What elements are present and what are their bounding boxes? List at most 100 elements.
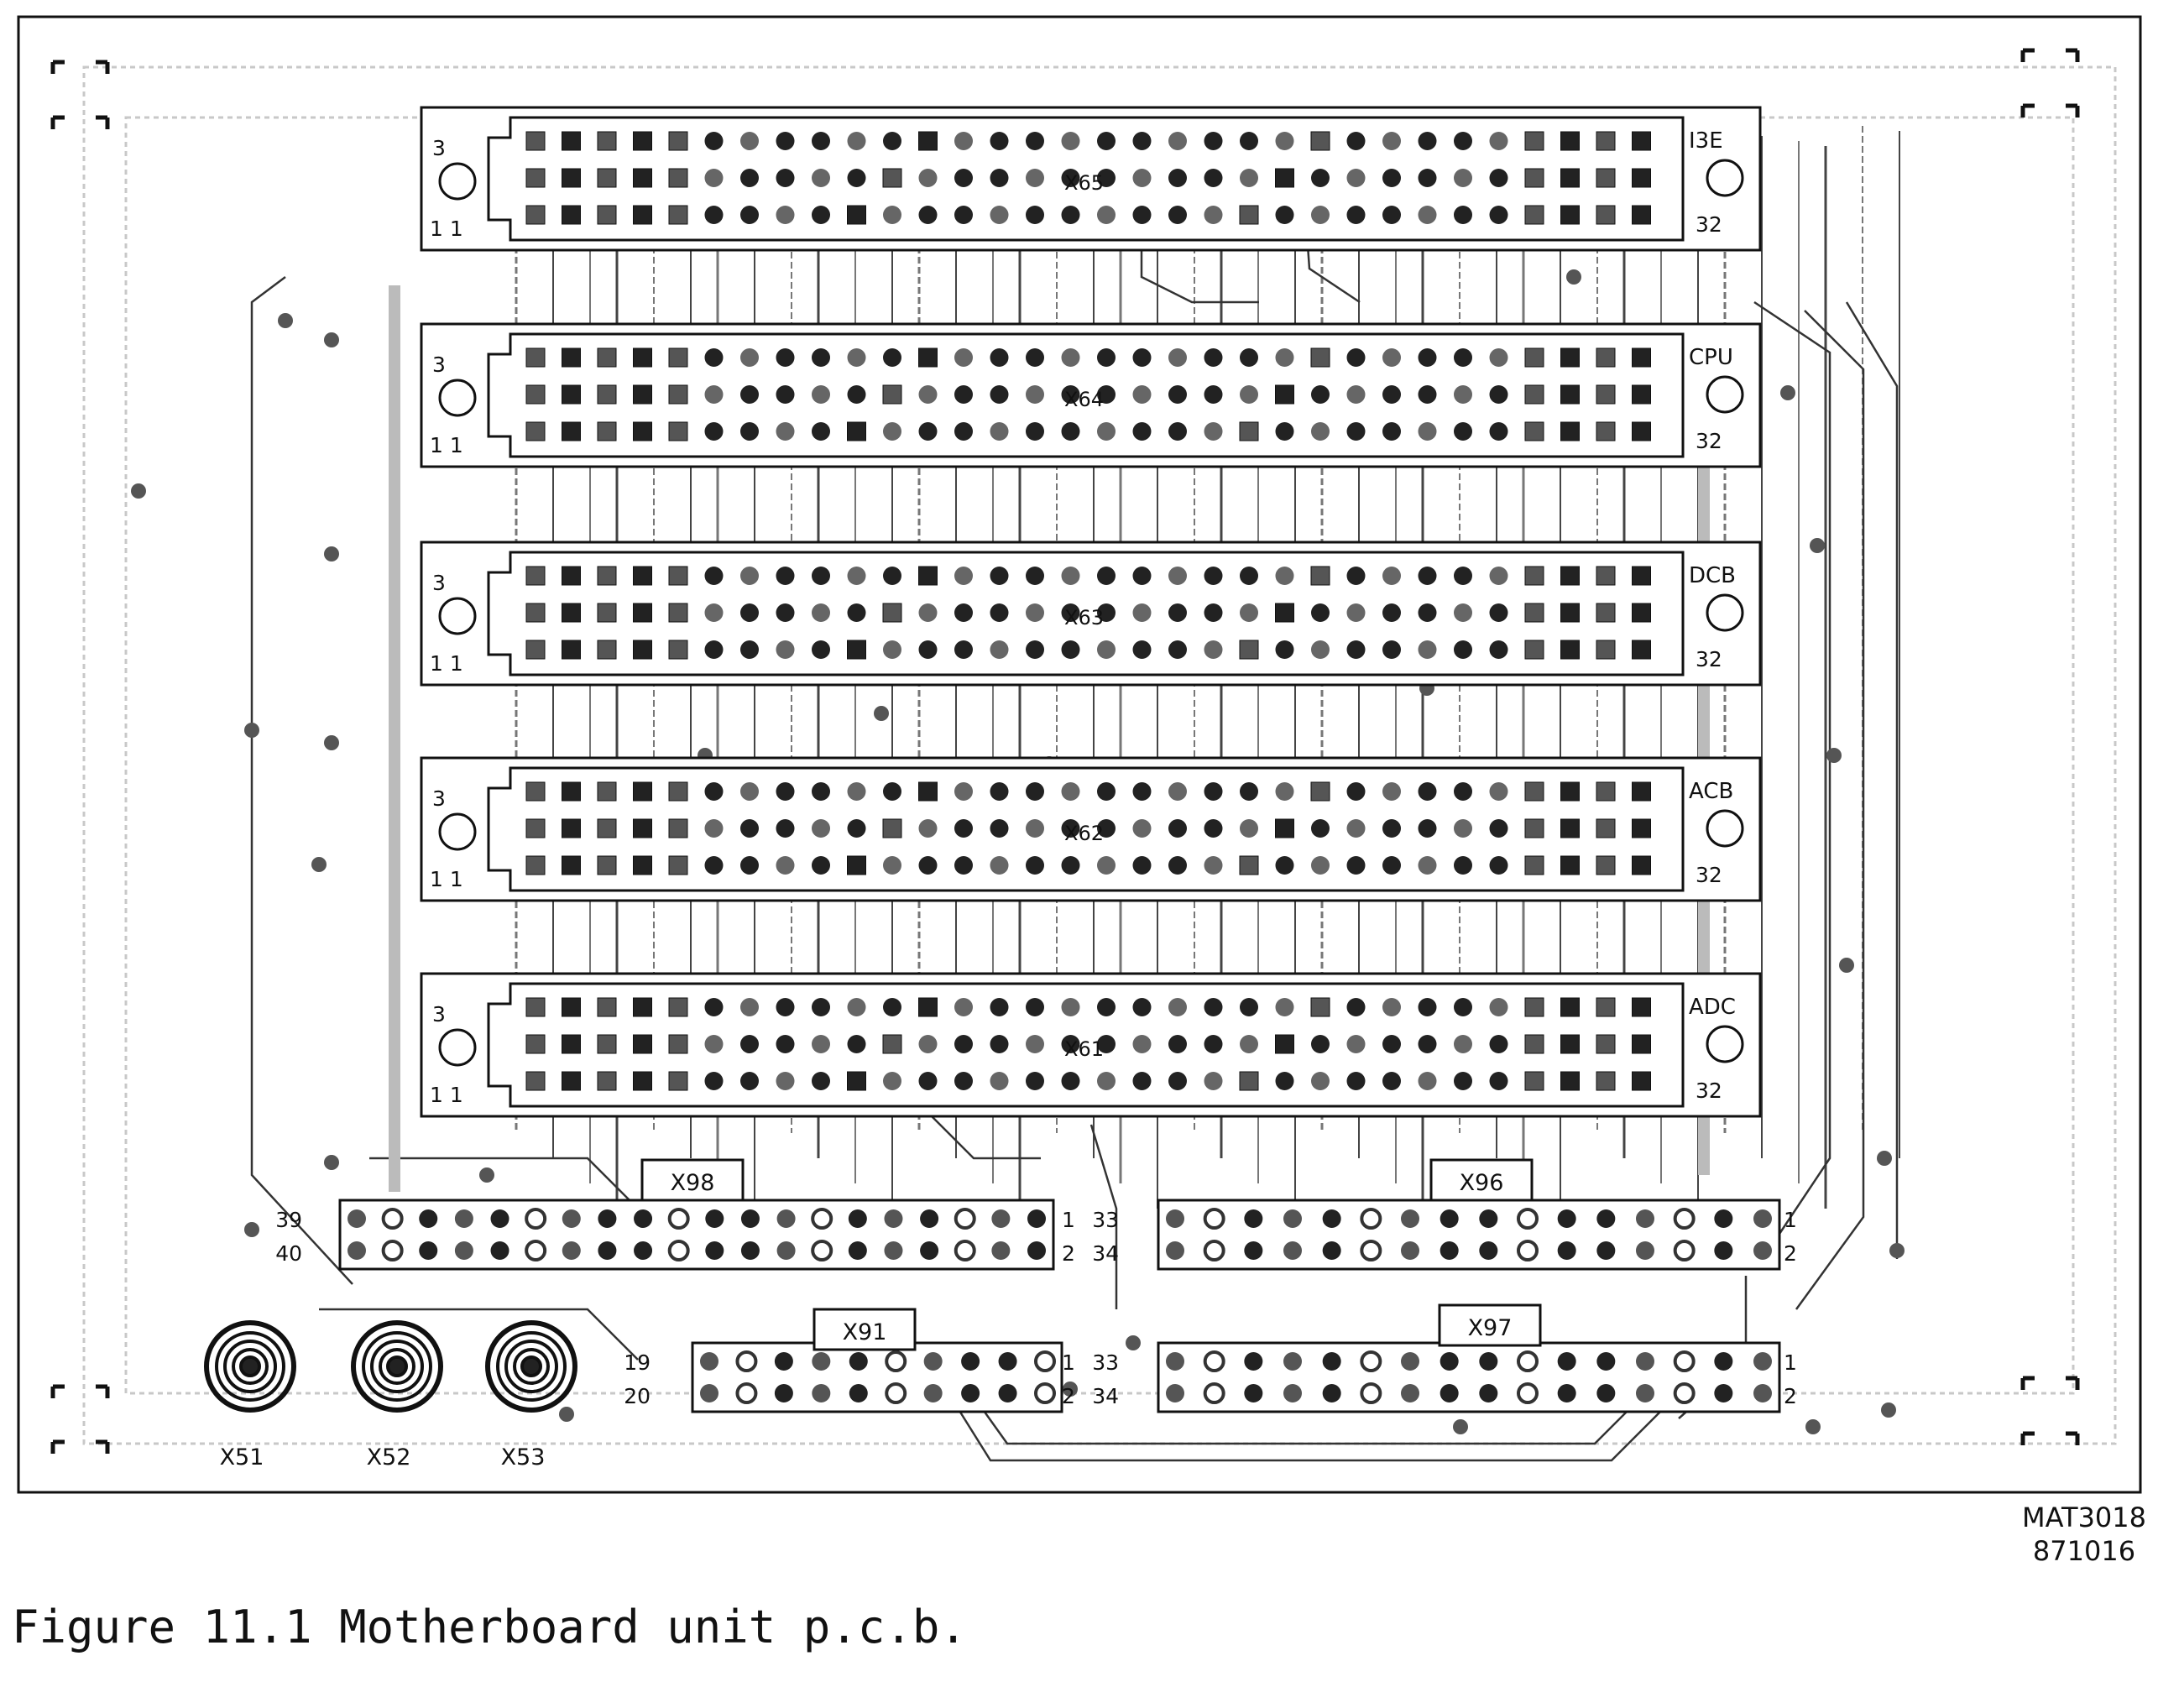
pin-number-top-right: 1	[1784, 1208, 1797, 1232]
header-pin	[1479, 1352, 1498, 1371]
pin-pad	[1489, 603, 1508, 622]
coax-ring	[239, 1355, 261, 1377]
pin-pad	[740, 640, 759, 659]
header-pin	[1034, 1382, 1056, 1404]
pin-pad	[1524, 347, 1544, 368]
pin-pad	[812, 819, 830, 838]
pin-pad	[812, 169, 830, 187]
header-pin	[1244, 1352, 1263, 1371]
pin-pad	[740, 348, 759, 367]
pin-pad	[668, 566, 688, 586]
header-pin	[454, 1241, 473, 1260]
coax-ring	[362, 1331, 432, 1402]
pin-pad	[990, 206, 1009, 224]
pin-pad	[1382, 856, 1401, 875]
pin-pad	[1061, 640, 1080, 659]
pin-pad	[562, 566, 581, 586]
header-pin	[705, 1241, 724, 1260]
pin-pad	[776, 1072, 795, 1090]
pin-pad	[562, 421, 581, 441]
pin-pad	[1097, 856, 1116, 875]
header-pin	[1557, 1209, 1576, 1228]
slot-name-label: I3E	[1689, 128, 1723, 154]
via	[1780, 385, 1795, 400]
pin-pad	[847, 998, 866, 1016]
pin-pad	[1346, 206, 1366, 224]
pin-pad	[954, 132, 973, 150]
pin-pad	[1310, 131, 1330, 151]
pin-pad	[847, 819, 866, 838]
pin-number-bottom-right: 2	[1062, 1384, 1075, 1408]
header-label-box	[640, 1158, 745, 1202]
pin-pad	[1132, 206, 1152, 224]
header-pin	[1557, 1241, 1576, 1260]
pin-pad	[1240, 385, 1258, 404]
via	[1877, 1151, 1892, 1166]
header-pin	[347, 1209, 366, 1228]
header-pin	[381, 1240, 404, 1261]
pin-pad	[562, 384, 581, 405]
pin-pad	[847, 132, 866, 150]
pin-pad	[812, 422, 830, 441]
pin-pad	[883, 348, 901, 367]
pin-pad	[1418, 567, 1437, 585]
pin-pad	[525, 640, 546, 660]
header-pin	[1557, 1384, 1576, 1402]
header-pin	[735, 1382, 758, 1404]
pin-pad	[954, 348, 973, 367]
pin-pad	[883, 1072, 901, 1090]
pin-pad	[633, 421, 652, 441]
pin-pad	[1204, 819, 1223, 838]
pin-pad	[776, 856, 795, 875]
header-pin	[1027, 1241, 1046, 1260]
pin-pad	[1382, 819, 1401, 838]
pin-pad	[883, 567, 901, 585]
via	[1826, 748, 1842, 763]
pin-number-first: 3	[432, 571, 446, 595]
header-pin	[1479, 1209, 1498, 1228]
header-pin	[1753, 1352, 1772, 1371]
pin-pad	[1168, 169, 1187, 187]
pin-pad	[847, 855, 866, 875]
pin-number-last: 32	[1696, 212, 1722, 237]
pin-pad	[525, 781, 546, 802]
pin-number-bottom-left: 20	[624, 1384, 651, 1408]
pin-pad	[562, 997, 581, 1017]
pin-pad	[1418, 1072, 1437, 1090]
coax-ring	[504, 1340, 558, 1393]
pin-pad	[1382, 998, 1401, 1016]
pin-pad	[1382, 1035, 1401, 1053]
header-pin	[961, 1384, 980, 1402]
pin-pad	[1524, 855, 1544, 875]
pin-pad	[847, 640, 866, 660]
pin-pad	[562, 205, 581, 225]
registration-mark	[50, 1384, 110, 1454]
pin-pad	[740, 1072, 759, 1090]
pin-pad	[1454, 856, 1472, 875]
pin-pad	[668, 855, 688, 875]
pin-pad	[668, 818, 688, 838]
pin-pad	[1560, 205, 1580, 225]
header-pin	[923, 1352, 943, 1371]
pin-pad	[776, 385, 795, 404]
pin-pad	[597, 205, 617, 225]
pin-pad	[525, 168, 546, 188]
pin-pad	[1204, 1072, 1223, 1090]
pin-pad	[776, 422, 795, 441]
pin-pad	[1632, 781, 1651, 802]
pin-pad	[776, 998, 795, 1016]
header-pin	[961, 1352, 980, 1371]
pin-pad	[1632, 421, 1651, 441]
pin-pad	[525, 1034, 546, 1054]
pin-pad	[1239, 855, 1259, 875]
pin-pad	[1311, 603, 1330, 622]
pin-pad	[776, 132, 795, 150]
pin-pad	[1632, 131, 1651, 151]
header-pin	[811, 1240, 833, 1261]
pin-pad	[1026, 348, 1044, 367]
pin-pad	[633, 997, 652, 1017]
via	[244, 723, 259, 738]
pin-pad	[883, 998, 901, 1016]
slot-name-label: ACB	[1689, 779, 1733, 804]
